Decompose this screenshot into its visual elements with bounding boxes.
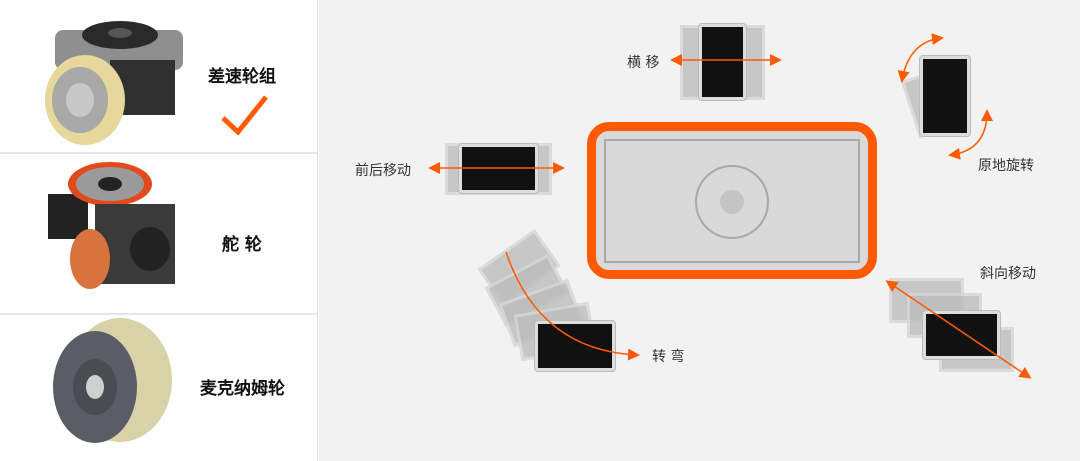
wheel-option-mecanum[interactable]: 麦克纳姆轮 xyxy=(0,315,318,461)
label-forward-back: 前后移动 xyxy=(355,163,411,179)
label-diagonal: 斜向移动 xyxy=(980,266,1036,282)
label-turn: 转 弯 xyxy=(652,349,685,365)
divider xyxy=(0,152,318,154)
vehicle-body-outline xyxy=(604,139,860,263)
wheel-label: 舵 轮 xyxy=(222,235,262,255)
vehicle-center-ring xyxy=(695,165,769,239)
motion-arrows xyxy=(428,33,1032,379)
diagonal-arrow xyxy=(885,280,1032,379)
wheel-option-differential[interactable]: 差速轮组 xyxy=(0,0,318,152)
checkmark-icon xyxy=(221,95,268,136)
differential-wheel-image xyxy=(45,21,183,145)
steering-wheel-image xyxy=(48,162,175,289)
label-lateral: 横 移 xyxy=(627,55,660,71)
turn-vehicle-icon xyxy=(535,321,615,371)
mecanum-wheel-image xyxy=(53,318,172,443)
divider xyxy=(0,313,318,315)
motion-diagram: 横 移 前后移动 原地旋转 斜向移动 转 弯 xyxy=(319,0,1080,461)
turn-arrow xyxy=(505,251,640,361)
rotate-arrow-top xyxy=(897,33,944,83)
rotate-arrow-bottom xyxy=(948,109,993,160)
wheel-type-panel: 差速轮组 舵 轮 麦克纳姆轮 xyxy=(0,0,318,461)
wheel-label: 差速轮组 xyxy=(208,67,276,87)
wheel-option-steering[interactable]: 舵 轮 xyxy=(0,154,318,313)
wheel-label: 麦克纳姆轮 xyxy=(200,379,285,399)
agv-vehicle xyxy=(587,122,877,279)
label-rotate: 原地旋转 xyxy=(978,158,1034,174)
